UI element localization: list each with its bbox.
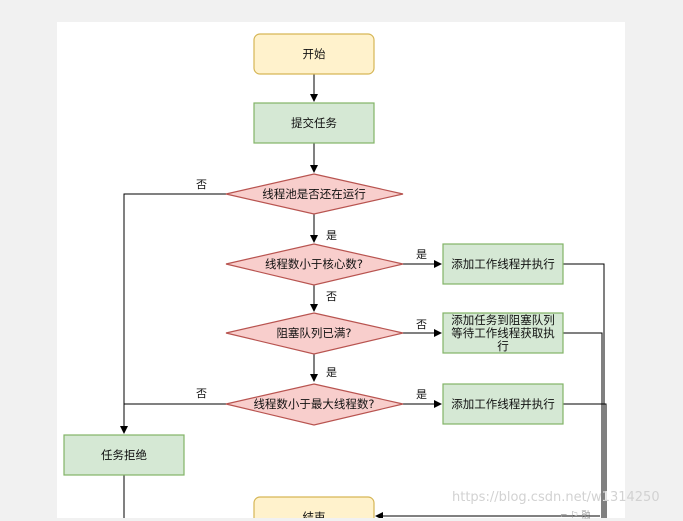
node-start-label: 开始 <box>303 47 326 61</box>
decision-pool-running: 线程池是否还在运行 <box>225 173 404 215</box>
edge-enqueue-end <box>563 332 603 518</box>
node-enqueue: 添加任务到阻塞队列 等待工作线程获取执 行 <box>442 312 564 354</box>
label-full-yes: 是 <box>326 366 337 379</box>
label-core-yes: 是 <box>416 248 427 261</box>
label-full-no: 否 <box>416 318 427 331</box>
label-running-yes: 是 <box>326 229 337 242</box>
node-add-worker-1-label: 添加工作线程并执行 <box>451 257 555 271</box>
decision-queue-full: 阻塞队列已满? <box>225 312 404 355</box>
decision-lt-max: 线程数小于最大线程数? <box>225 383 404 426</box>
label-running-no: 否 <box>196 178 207 191</box>
label-max-yes: 是 <box>416 388 427 401</box>
node-add-worker-1: 添加工作线程并执行 <box>442 243 564 285</box>
node-end-label: 结束 <box>303 510 326 518</box>
node-submit: 提交任务 <box>253 102 375 144</box>
node-reject-label: 任务拒绝 <box>101 448 147 462</box>
node-reject: 任务拒绝 <box>63 434 185 476</box>
decision-pool-running-label: 线程池是否还在运行 <box>262 187 366 201</box>
edge-addworker2-end <box>563 403 607 518</box>
decision-lt-core-label: 线程数小于核心数? <box>265 257 363 271</box>
edge-running-reject <box>120 193 226 434</box>
node-submit-label: 提交任务 <box>291 116 337 130</box>
decision-lt-max-label: 线程数小于最大线程数? <box>253 397 374 411</box>
edge-max-reject <box>123 403 226 433</box>
watermark-tail: ⌐ ⚐ 融 <box>560 511 591 521</box>
label-core-no: 否 <box>326 290 337 303</box>
node-enqueue-line3: 行 <box>497 339 509 353</box>
label-max-no: 否 <box>196 387 207 400</box>
node-add-worker-2-label: 添加工作线程并执行 <box>451 397 555 411</box>
node-enqueue-line2: 等待工作线程获取执 <box>451 326 555 340</box>
node-start: 开始 <box>253 33 375 75</box>
node-add-worker-2: 添加工作线程并执行 <box>442 383 564 425</box>
edges <box>120 74 607 518</box>
watermark: https://blog.csdn.net/w1314250 <box>452 490 660 505</box>
node-enqueue-line1: 添加任务到阻塞队列 <box>451 313 555 327</box>
edge-addworker1-end <box>563 263 605 518</box>
node-end: 结束 <box>253 496 375 518</box>
decision-lt-core: 线程数小于核心数? <box>225 243 404 286</box>
decision-queue-full-label: 阻塞队列已满? <box>276 326 351 340</box>
